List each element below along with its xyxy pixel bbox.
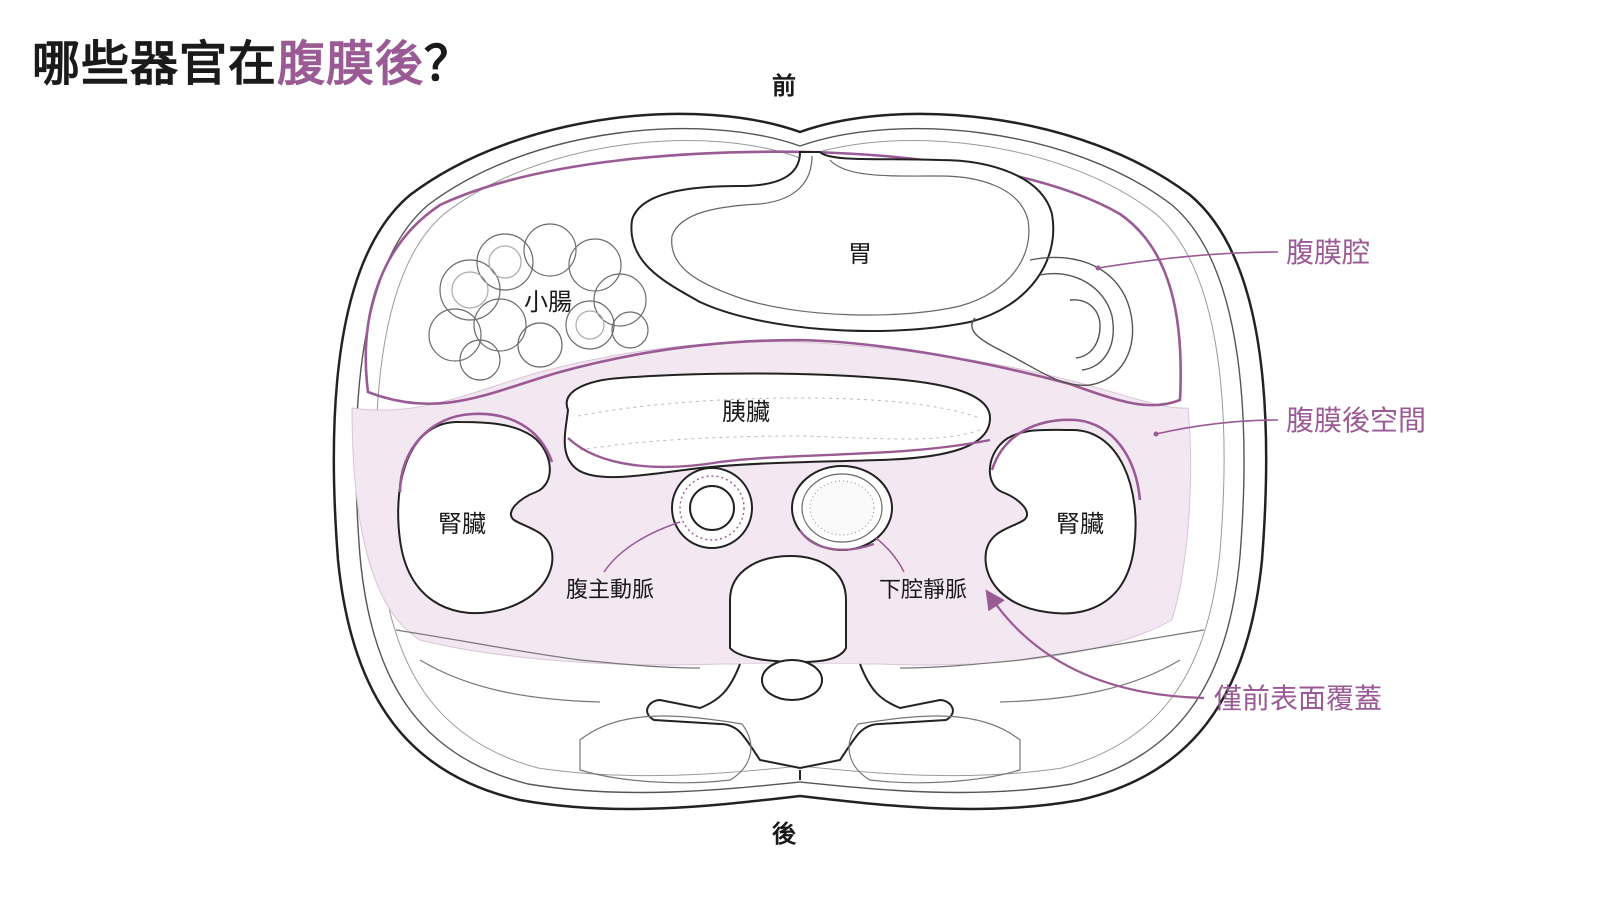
peritoneal-cavity-leader-dot bbox=[1095, 265, 1101, 271]
page-title: 哪些器官在腹膜後？ bbox=[32, 24, 473, 94]
ivc-label: 下腔靜脈 bbox=[879, 578, 967, 603]
peritoneal-cavity-leader-line bbox=[1097, 251, 1279, 269]
peritoneal-cavity-callout: 腹膜腔 bbox=[1286, 236, 1370, 269]
ivc-leader-line bbox=[875, 537, 905, 573]
pancreas-label: 胰臟 bbox=[722, 398, 770, 426]
small-intestine-loops bbox=[428, 223, 649, 381]
kidney-left bbox=[397, 412, 554, 614]
title-highlight: 腹膜後 bbox=[277, 36, 425, 92]
inferior-vena-cava bbox=[791, 465, 893, 551]
colon-right bbox=[971, 256, 1134, 387]
vertebra bbox=[646, 554, 954, 780]
aorta-leader-line bbox=[603, 521, 681, 573]
pancreas bbox=[563, 372, 992, 479]
retroperitoneal-leader-dot bbox=[1153, 431, 1159, 437]
anterior-surface-arrow bbox=[985, 589, 1205, 700]
kidney-right-label: 腎臟 bbox=[1056, 510, 1104, 538]
kidney-left-label: 腎臟 bbox=[438, 510, 486, 538]
peritoneum-lining bbox=[364, 150, 1182, 407]
posterior-label: 後 bbox=[772, 820, 797, 848]
stomach-label: 胃 bbox=[848, 240, 872, 268]
small-intestine-label: 小腸 bbox=[524, 288, 572, 316]
anterior-label: 前 bbox=[772, 72, 796, 100]
aorta-label: 腹主動脈 bbox=[566, 578, 654, 603]
retroperitoneal-space-callout: 腹膜後空間 bbox=[1286, 404, 1426, 437]
title-suffix: ？ bbox=[424, 36, 474, 92]
kidney-right bbox=[984, 418, 1142, 615]
stomach bbox=[630, 151, 1055, 333]
aorta bbox=[671, 467, 753, 549]
anterior-surface-callout: 僅前表面覆蓋 bbox=[1214, 682, 1382, 715]
title-prefix: 哪些器官在 bbox=[32, 36, 278, 92]
retroperitoneal-leader-line bbox=[1155, 419, 1279, 435]
back-muscles bbox=[395, 629, 1205, 784]
